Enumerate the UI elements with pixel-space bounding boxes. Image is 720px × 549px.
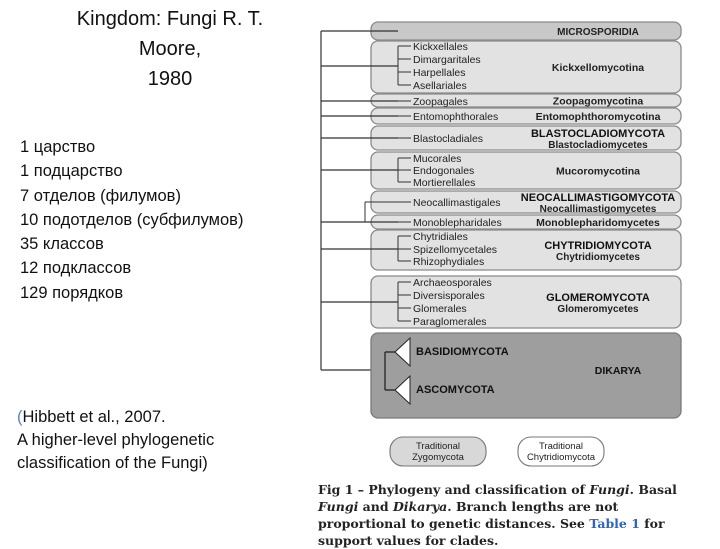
caption-prefix: Fig 1 – <box>318 482 369 497</box>
clade-label: Monoblepharidomycetes <box>536 217 660 229</box>
order-name: Diversisporales <box>413 290 485 302</box>
stat-line: 12 подклассов <box>20 259 132 278</box>
figure-caption: Fig 1 – Phylogeny and classification of … <box>318 481 708 549</box>
order-name: Dimargaritales <box>413 54 481 66</box>
clade-label: Entomophthoromycotina <box>536 111 661 123</box>
order-name: Mortierellales <box>413 177 475 189</box>
order-name: Spizellomycetales <box>413 244 497 256</box>
citation-line-1: Hibbett et al., 2007. <box>22 408 166 426</box>
order-name: Chytridiales <box>413 231 468 243</box>
legend-chytridiomycota <box>517 436 605 467</box>
order-name: Archaeosporales <box>413 277 492 289</box>
citation: (Hibbett et al., 2007. A higher-level ph… <box>17 406 317 475</box>
order-name: Kickxellales <box>413 41 468 53</box>
legend-zygomycota-line-2: Zygomycota <box>412 452 464 463</box>
phylum-label: BLASTOCLADIOMYCOTA <box>531 128 665 140</box>
basidiomycota-wedge <box>394 336 411 368</box>
legend-zygomycota-line-1: Traditional <box>416 441 460 452</box>
classification-stats: 1 царство 1 подцарство 7 отделов (филумо… <box>20 135 243 305</box>
phylum-label: NEOCALLIMASTIGOMYCOTA <box>521 192 675 204</box>
stat-line: 35 классов <box>20 235 104 254</box>
caption-text-c: and <box>358 499 393 514</box>
order-name: Asellariales <box>413 80 467 92</box>
caption-text-b: . Basal <box>629 482 677 497</box>
legend-zygomycota <box>389 436 487 467</box>
class-label: Chytridiomycetes <box>556 252 640 263</box>
order-name: Rhizophydiales <box>413 256 484 268</box>
order-name: Blastocladiales <box>413 133 483 145</box>
phylum-label: CHYTRIDIOMYCOTA <box>544 240 651 252</box>
ascomycota-label: ASCOMYCOTA <box>416 384 495 396</box>
order-name: Entomophthorales <box>413 111 498 123</box>
order-name: Paraglomerales <box>413 316 487 328</box>
clade-box <box>370 229 682 271</box>
clade-label: MICROSPORIDIA <box>557 27 639 38</box>
dikarya-box <box>370 332 682 419</box>
order-name: Zoopagales <box>413 96 468 108</box>
stat-line: 10 подотделов (субфилумов) <box>20 210 244 229</box>
legend-chytridiomycota-line-2: Chytridiomycota <box>527 452 596 463</box>
caption-fungi: Fungi <box>589 482 630 497</box>
class-label: Glomeromycetes <box>557 304 639 315</box>
clade-box <box>370 40 682 94</box>
order-name: Neocallimastigales <box>413 197 501 209</box>
class-label: Neocallimastigomycetes <box>540 204 657 215</box>
caption-table-link[interactable]: Table 1 <box>589 516 640 531</box>
caption-fungi-2: Fungi <box>318 499 359 514</box>
ascomycota-wedge <box>394 374 411 406</box>
citation-paren: ( <box>17 408 23 426</box>
order-name: Endogonales <box>413 165 474 177</box>
phylum-label: GLOMEROMYCOTA <box>546 292 650 304</box>
slide-title: Kingdom: Fungi R. T. Moore, 1980 <box>76 8 264 90</box>
clade-label: Mucoromycotina <box>556 166 640 178</box>
legend-chytridiomycota-line-1: Traditional <box>539 441 583 452</box>
class-label: Blastocladiomycetes <box>548 140 648 151</box>
citation-line-3: classification of the Fungi) <box>17 454 208 472</box>
basidiomycota-label: BASIDIOMYCOTA <box>416 346 509 358</box>
order-name: Mucorales <box>413 153 461 165</box>
stat-line: 1 царство <box>20 138 96 156</box>
stat-line: 129 порядков <box>20 283 124 302</box>
clade-label: Kickxellomycotina <box>552 62 644 74</box>
stat-line: 7 отделов (филумов) <box>20 186 181 205</box>
caption-text-a: Phylogeny and classification of <box>368 482 590 497</box>
order-name: Monoblepharidales <box>413 217 502 229</box>
caption-dikarya: Dikarya <box>392 499 448 514</box>
order-name: Glomerales <box>413 303 467 315</box>
dikarya-label: DIKARYA <box>595 365 642 377</box>
stat-line: 1 подцарство <box>20 162 123 181</box>
citation-line-2: A higher-level phylogenetic <box>17 431 215 449</box>
clade-label: Zoopagomycotina <box>553 96 644 108</box>
order-name: Harpellales <box>413 67 466 79</box>
caption-text-d: . Branch lengths are not proportional to… <box>318 499 619 531</box>
